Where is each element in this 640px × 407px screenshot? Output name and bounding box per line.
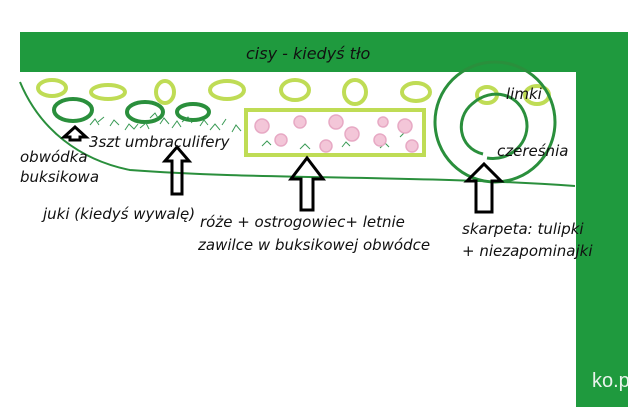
boxwood-ring: [175, 102, 211, 122]
cherry-tree-inner-loop: [459, 92, 529, 160]
lime-shrubs: [36, 78, 551, 106]
label-juki: juki (kiedyś wywalę): [43, 205, 196, 223]
label-skarpeta-line2: + niezapominajki: [462, 242, 593, 260]
watermark: ko.p: [592, 370, 630, 392]
boxwood-ring: [52, 97, 94, 123]
label-skarpeta-line1: skarpeta: tulipki: [462, 220, 584, 238]
label-obwodka-line1: obwódka: [20, 148, 88, 166]
boxwood-rings: [52, 97, 211, 124]
lime-shrub: [36, 78, 68, 98]
arrow-up-umbraculifery: [161, 144, 193, 196]
arrow-up-small: [60, 124, 90, 142]
bed-outline: [19, 81, 576, 187]
rose: [377, 116, 389, 128]
lime-shrub: [400, 81, 432, 103]
rose: [373, 133, 387, 147]
label-obwodka-line2: buksikowa: [20, 168, 100, 186]
rose: [397, 118, 413, 134]
arrows: [60, 124, 505, 214]
rose: [344, 126, 360, 142]
arrow-up-skarpeta: [463, 161, 505, 214]
lime-shrub: [342, 78, 368, 106]
lime-shrub: [279, 78, 311, 102]
rose: [328, 114, 344, 130]
label-roze-line2: zawilce w buksikowej obwódce: [198, 236, 431, 254]
yew-hedge-top: [20, 32, 628, 72]
rose: [254, 118, 270, 134]
hedge-title: cisy - kiedyś tło: [246, 44, 371, 63]
rose-bed-border: [244, 108, 426, 157]
label-czeresnia: czereśnia: [497, 142, 569, 160]
rose-bed-plants: [261, 132, 405, 150]
boxwood-ring: [125, 100, 165, 124]
rose: [293, 115, 307, 129]
cherry-tree-canopy: [433, 60, 557, 184]
lime-shrub: [89, 83, 127, 101]
plant-strokes: [89, 112, 242, 133]
rose: [405, 139, 419, 153]
yew-hedge-right: [576, 32, 628, 407]
label-roze-line1: róże + ostrogowiec+ letnie: [200, 213, 405, 231]
label-limki: limki: [506, 85, 542, 103]
rose: [319, 139, 333, 153]
rose: [274, 133, 288, 147]
label-umbraculifery: 3szt umbraculifery: [89, 133, 230, 151]
arrow-up-roses: [287, 155, 327, 212]
lime-shrub: [154, 79, 176, 105]
roses: [254, 114, 419, 153]
lime-shrub: [208, 79, 246, 101]
